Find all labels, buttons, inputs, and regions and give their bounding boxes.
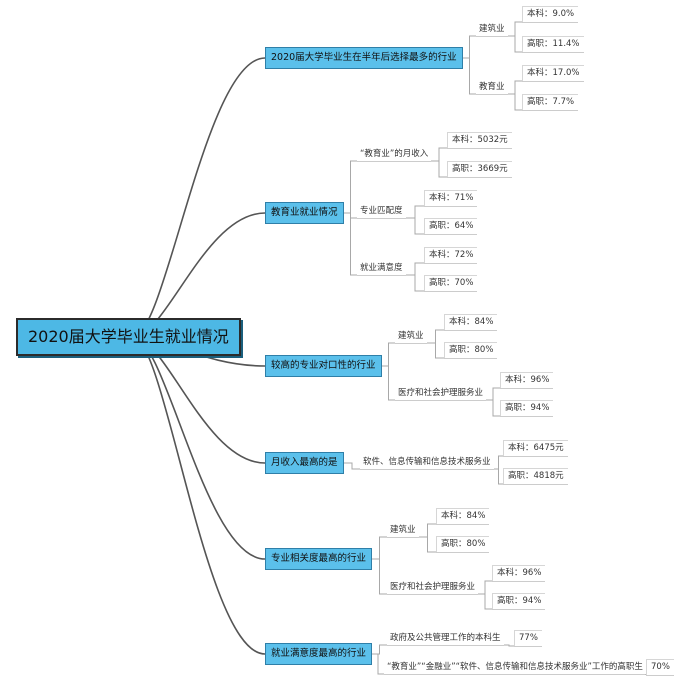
- branch-4-child-1[interactable]: 软件、信息传输和信息技术服务业: [360, 456, 494, 469]
- edge-branch-1-child-1-leaf-1: [508, 21, 522, 37]
- branch-5-child-2-leaf-1[interactable]: 本科：96%: [492, 565, 546, 581]
- branch-6-child-2-leaf-1[interactable]: 70%: [646, 659, 674, 675]
- branch-1-child-1[interactable]: 建筑业: [476, 23, 508, 36]
- branch-3-child-2-leaf-1[interactable]: 本科：96%: [500, 372, 554, 388]
- edge-branch-1-child-1-leaf-2: [508, 35, 522, 53]
- branch-5-child-1[interactable]: 建筑业: [387, 524, 419, 537]
- branch-2-child-1-leaf-1[interactable]: 本科：5032元: [447, 132, 512, 148]
- branch-5-child-2[interactable]: 医疗和社会护理服务业: [387, 581, 479, 594]
- branch-1-child-1-leaf-2[interactable]: 高职：11.4%: [522, 36, 584, 52]
- edge-branch-1-child-2-leaf-1: [508, 80, 522, 95]
- branch-5-child-2-leaf-2[interactable]: 高职：94%: [492, 593, 546, 609]
- edge-branch-3-child-2-leaf-2: [486, 399, 500, 417]
- branch-2-child-3-leaf-2[interactable]: 高职：70%: [424, 275, 478, 291]
- branch-2-child-3[interactable]: 就业满意度: [357, 262, 406, 275]
- branch-4-child-1-leaf-1[interactable]: 本科：6475元: [503, 440, 568, 456]
- branch-5-topic[interactable]: 专业相关度最高的行业: [265, 548, 373, 570]
- edge-branch-2-child-1-leaf-1: [431, 147, 447, 162]
- branch-6-topic[interactable]: 就业满意度最高的行业: [265, 643, 373, 665]
- branch-2-child-1[interactable]: “教育业”的月收入: [357, 148, 432, 161]
- edge-branch-6-child-1: [372, 644, 387, 655]
- curve-root-branch-5: [132, 336, 266, 560]
- edge-branch-3-child-2-leaf-1: [486, 387, 500, 401]
- edge-branch-3-child-1: [382, 342, 395, 367]
- branch-3-child-2[interactable]: 医疗和社会护理服务业: [395, 387, 487, 400]
- branch-1-child-2-leaf-2[interactable]: 高职：7.7%: [522, 94, 579, 110]
- edge-branch-4-child-1: [344, 462, 360, 470]
- branch-2-child-2[interactable]: 专业匹配度: [357, 205, 406, 218]
- edge-branch-2-child-1: [344, 160, 357, 214]
- branch-3-topic[interactable]: 较高的专业对口性的行业: [265, 355, 382, 377]
- branch-6-child-1[interactable]: 政府及公共管理工作的本科生: [387, 632, 504, 645]
- edge-branch-5-child-1: [372, 536, 387, 560]
- branch-2-topic[interactable]: 教育业就业情况: [265, 202, 344, 224]
- branch-1-child-1-leaf-1[interactable]: 本科：9.0%: [522, 6, 579, 22]
- edge-branch-4-child-1-leaf-1: [494, 455, 503, 470]
- edge-branch-3-child-2: [382, 365, 395, 401]
- edge-branch-5-child-1-leaf-2: [419, 536, 436, 553]
- edge-branch-3-child-1-leaf-1: [427, 329, 444, 344]
- branch-5-child-1-leaf-1[interactable]: 本科：84%: [436, 508, 490, 524]
- branch-2-child-3-leaf-1[interactable]: 本科：72%: [424, 247, 478, 263]
- branch-2-child-2-leaf-2[interactable]: 高职：64%: [424, 218, 478, 234]
- branch-4-topic[interactable]: 月收入最高的是: [265, 452, 344, 474]
- edge-branch-1-child-2: [463, 57, 476, 95]
- edge-branch-2-child-3-leaf-1: [406, 262, 424, 276]
- edge-branch-3-child-1-leaf-2: [427, 342, 444, 359]
- branch-2-child-1-leaf-2[interactable]: 高职：3669元: [447, 161, 512, 177]
- edge-branch-2-child-2-leaf-1: [406, 205, 424, 219]
- edge-branch-2-child-3: [344, 212, 357, 276]
- branch-1-child-2-leaf-1[interactable]: 本科：17.0%: [522, 65, 584, 81]
- edge-branch-4-child-1-leaf-2: [494, 468, 503, 485]
- edge-branch-6-child-1-leaf-1: [504, 644, 514, 647]
- edge-branch-6-child-2: [372, 653, 384, 675]
- root-topic[interactable]: 2020届大学毕业生就业情况: [16, 318, 241, 356]
- branch-1-topic[interactable]: 2020届大学毕业生在半年后选择最多的行业: [265, 47, 463, 69]
- branch-6-child-2[interactable]: “教育业”“金融业”“软件、信息传输和信息技术服务业”工作的高职生: [384, 661, 646, 674]
- edge-branch-2-child-2-leaf-2: [406, 217, 424, 235]
- edge-branch-5-child-1-leaf-1: [419, 523, 436, 538]
- branch-3-child-2-leaf-2[interactable]: 高职：94%: [500, 400, 554, 416]
- curve-root-branch-1: [132, 57, 266, 338]
- branch-4-child-1-leaf-2[interactable]: 高职：4818元: [503, 468, 568, 484]
- branch-3-child-1-leaf-2[interactable]: 高职：80%: [444, 342, 498, 358]
- edge-branch-5-child-2: [372, 558, 387, 595]
- edge-branch-5-child-2-leaf-2: [478, 593, 492, 610]
- branch-6-child-1-leaf-1[interactable]: 77%: [514, 630, 542, 646]
- edge-branch-2-child-3-leaf-2: [406, 274, 424, 292]
- branch-1-child-2[interactable]: 教育业: [476, 81, 508, 94]
- curve-root-branch-6: [132, 336, 266, 655]
- branch-5-child-1-leaf-2[interactable]: 高职：80%: [436, 536, 490, 552]
- branch-2-child-2-leaf-1[interactable]: 本科：71%: [424, 190, 478, 206]
- edge-branch-2-child-1-leaf-2: [431, 160, 447, 178]
- edge-branch-1-child-1: [463, 35, 476, 59]
- branch-3-child-1[interactable]: 建筑业: [395, 330, 427, 343]
- edge-branch-1-child-2-leaf-2: [508, 93, 522, 111]
- branch-3-child-1-leaf-1[interactable]: 本科：84%: [444, 314, 498, 330]
- edge-branch-5-child-2-leaf-1: [478, 580, 492, 595]
